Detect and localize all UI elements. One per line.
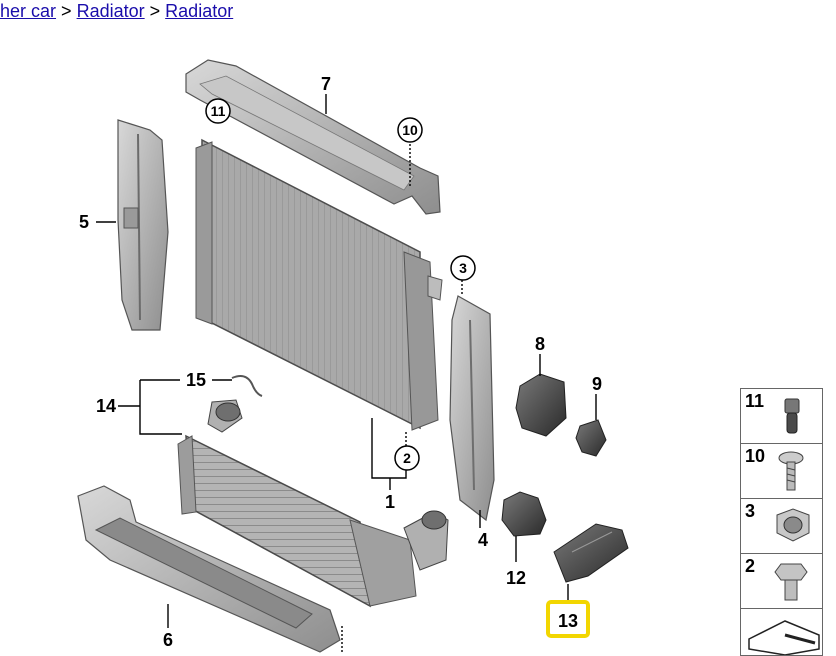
callout-2-label: 2 (403, 450, 411, 466)
part-13-air-deflector[interactable] (553, 523, 629, 583)
breadcrumb-link-radiator-group[interactable]: Radiator (76, 1, 145, 21)
screw-icon (778, 451, 804, 491)
thumbnail-number: 3 (745, 501, 756, 521)
callout-11-label: 11 (211, 103, 226, 119)
drain-plug-icon (776, 508, 810, 542)
breadcrumb-link-car[interactable]: her car (0, 1, 57, 21)
part-radiator[interactable] (195, 138, 443, 431)
callout-9-label[interactable]: 9 (592, 374, 602, 394)
parts-thumbnail-sidebar: 11 10 3 2 (740, 388, 823, 656)
callout-15-label[interactable]: 15 (186, 370, 206, 390)
breadcrumb-separator: > (61, 1, 72, 21)
callout-circle-2[interactable]: 2 (394, 445, 420, 471)
thumbnail-part-3[interactable]: 3 (740, 498, 823, 554)
callout-6-label[interactable]: 6 (163, 630, 173, 650)
thumbnail-number: 11 (745, 391, 765, 411)
part-8-rubber-mount[interactable] (515, 373, 567, 437)
breadcrumb-separator: > (149, 1, 161, 21)
callout-1-label[interactable]: 1 (385, 492, 395, 512)
thumbnail-part-2[interactable]: 2 (740, 553, 823, 609)
callout-13-highlight[interactable]: 13 (546, 600, 590, 638)
thumbnail-part-11[interactable]: 11 (740, 388, 823, 444)
callout-circle-11[interactable]: 11 (205, 98, 231, 124)
callout-3-label: 3 (459, 260, 467, 276)
part-12-rubber-block[interactable] (501, 491, 547, 537)
bolt-icon (774, 563, 808, 601)
thumbnail-part-sheet[interactable] (740, 608, 823, 656)
thumbnail-part-10[interactable]: 10 (740, 443, 823, 499)
callout-13-label: 13 (558, 611, 578, 631)
callout-4-label[interactable]: 4 (478, 530, 488, 550)
callout-14-label[interactable]: 14 (96, 396, 116, 416)
callout-circle-10[interactable]: 10 (397, 117, 423, 143)
breadcrumb-link-radiator[interactable]: Radiator (165, 1, 234, 21)
callout-12-label[interactable]: 12 (506, 568, 526, 588)
plug-icon (784, 398, 800, 434)
callout-7-label[interactable]: 7 (321, 74, 331, 94)
callout-circle-3[interactable]: 3 (450, 255, 476, 281)
thumbnail-number: 2 (745, 556, 756, 576)
part-5-left-side-bracket[interactable] (117, 119, 169, 331)
breadcrumb: her car > Radiator > Radiator (0, 0, 233, 22)
part-7-upper-air-duct[interactable] (185, 59, 441, 215)
leader-lines (96, 94, 597, 654)
thumbnail-number: 10 (745, 446, 766, 466)
part-15-hose-clamp[interactable] (231, 375, 263, 397)
part-4-right-side-bracket[interactable] (449, 295, 495, 522)
callout-5-label[interactable]: 5 (79, 212, 89, 232)
part-14-intercooler[interactable] (177, 399, 449, 608)
callout-10-label: 10 (402, 122, 418, 138)
part-9-clip[interactable] (575, 419, 607, 457)
label-sheet-icon (748, 620, 820, 655)
callout-8-label[interactable]: 8 (535, 334, 545, 354)
part-6-lower-air-guide[interactable] (77, 485, 341, 653)
